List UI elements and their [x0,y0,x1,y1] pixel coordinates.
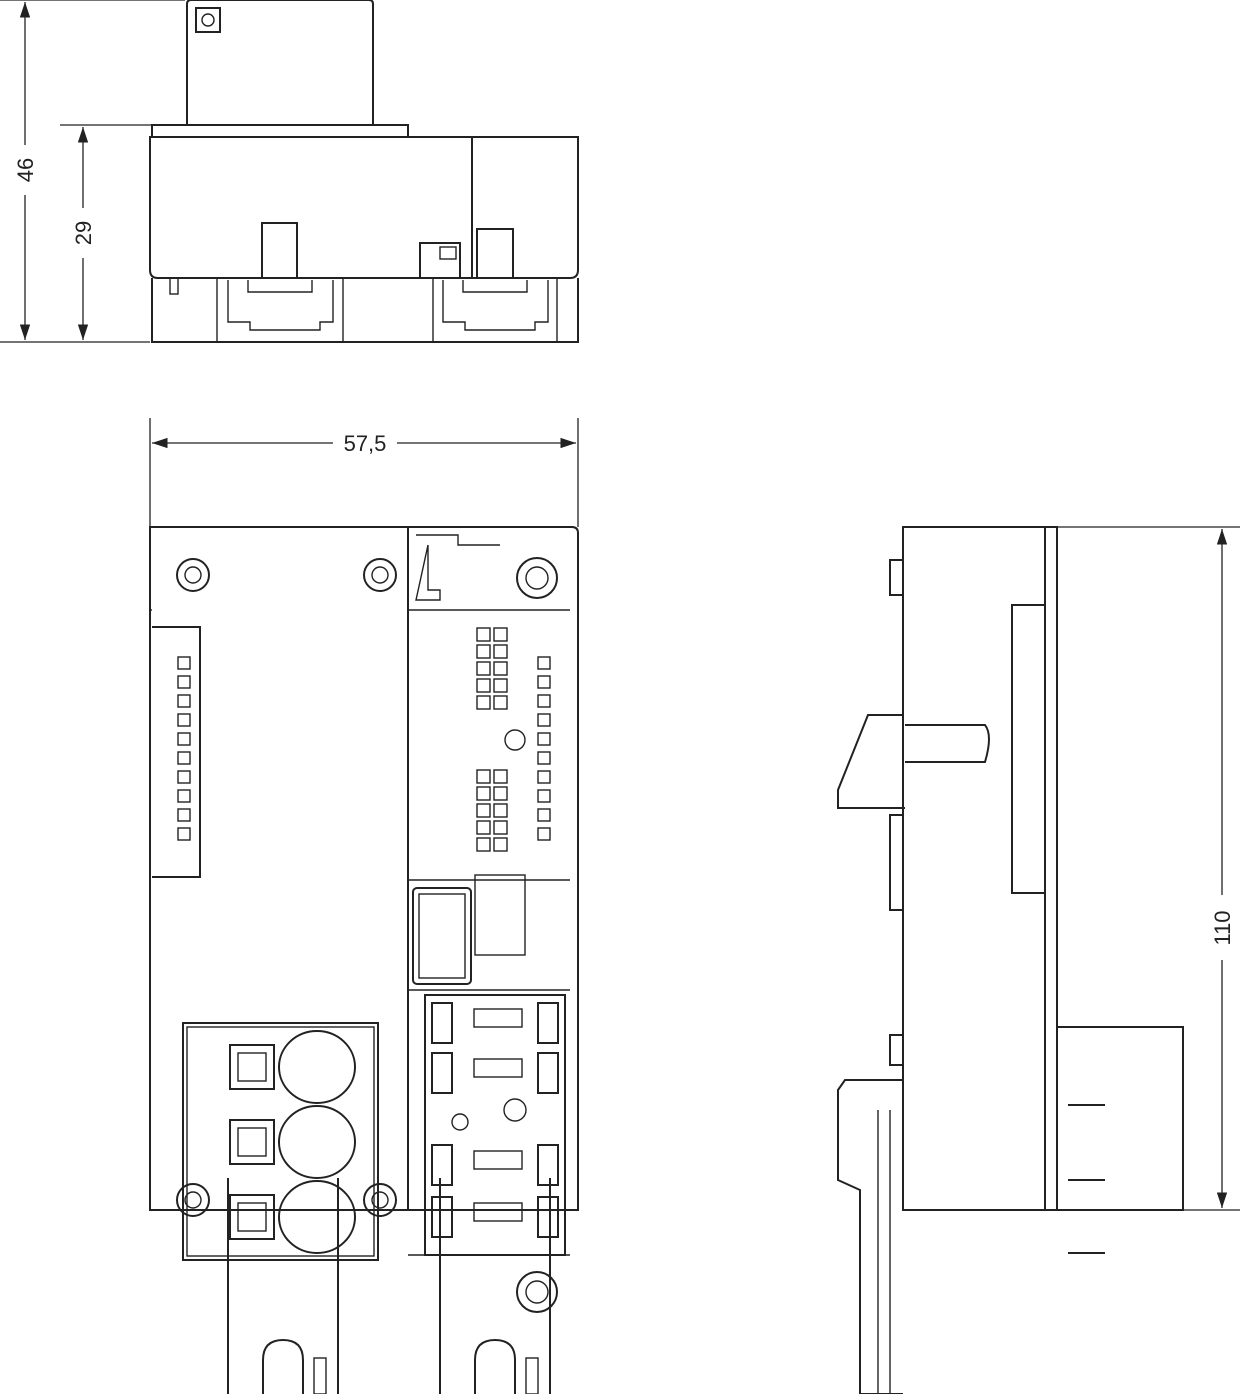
terminal-pin [177,694,191,708]
connector-pin [493,803,508,818]
terminal-slot [537,1144,559,1186]
push-button-inner [237,1127,267,1157]
screw-icon [176,1183,210,1217]
connector-pin [476,786,491,801]
bottom-connector [227,1178,339,1394]
terminal-pin [177,789,191,803]
terminal-release [473,1058,523,1078]
bottom-clip [474,1338,516,1394]
rj45-port-right [432,278,558,342]
connector-pin [493,644,508,659]
top-view [149,0,579,343]
terminal-pin [537,732,551,746]
connector-pin [493,786,508,801]
screw-icon [363,558,397,592]
terminal-pin [537,675,551,689]
push-button-inner [237,1052,267,1082]
connector-pin [476,678,491,693]
connector-pin [476,661,491,676]
terminal-pin [537,751,551,765]
screw-head-icon [371,1191,389,1209]
terminal-pin [537,656,551,670]
push-button [229,1194,275,1240]
connector-pin [493,661,508,676]
bottom-latch [313,1357,327,1394]
screw-head-icon [525,1280,549,1304]
bottom-clip [262,1338,304,1394]
screw-icon [503,1098,527,1122]
terminal-slot [537,1052,559,1094]
terminal-slot [537,1002,559,1044]
terminal-pin [537,827,551,841]
screw-head-icon [184,1191,202,1209]
led-window [278,1030,356,1104]
terminal-release [473,1008,523,1028]
screw-icon [504,729,526,751]
terminal-pin [177,732,191,746]
push-button-inner [237,1202,267,1232]
terminal-slot [431,1196,453,1238]
push-button [229,1044,275,1090]
connector-pin [493,695,508,710]
terminal-pin [177,713,191,727]
connector-pin [476,820,491,835]
rj45-port-left [216,278,344,342]
brand-logo-icon [195,7,221,33]
terminal-release [473,1202,523,1222]
led-icon [451,1113,469,1131]
connector-pin [476,644,491,659]
dimension-label-29: 29 [71,221,96,245]
connector-pin [476,837,491,852]
screw-icon [363,1183,397,1217]
dimension-width: 57,5 [149,418,579,527]
terminal-pin [537,808,551,822]
terminal-pin [177,808,191,822]
terminal-pin [537,713,551,727]
connector-pin [476,803,491,818]
connector-pin [476,695,491,710]
connector-pin [493,678,508,693]
screw-icon [516,1271,558,1313]
dimension-label-110: 110 [1210,910,1235,945]
terminal-slot [431,1002,453,1044]
connector-pin [476,769,491,784]
terminal-pin [177,827,191,841]
terminal-slot [431,1144,453,1186]
connector-pin [493,627,508,642]
screw-head-icon [371,566,389,584]
screw-head-icon [184,566,202,584]
bottom-latch [525,1357,539,1394]
terminal-pin [177,770,191,784]
led-window [278,1105,356,1179]
front-view [149,526,579,1394]
screw-icon [516,557,558,599]
dimension-label-46: 46 [13,158,38,182]
terminal-pin [537,770,551,784]
terminal-release [473,1150,523,1170]
led-window [278,1180,356,1254]
connector-pin [493,820,508,835]
dimension-body-height: 29 [60,124,152,340]
screw-head-icon [525,566,549,590]
terminal-pin [177,751,191,765]
connector-pin [476,627,491,642]
dimension-total-height: 46 [0,0,185,343]
terminal-pin [177,675,191,689]
connector-pin [493,769,508,784]
dimension-label-57-5: 57,5 [344,431,387,456]
side-view [837,526,1184,1394]
dimension-length: 110 [1057,526,1240,1211]
connector-pin [493,837,508,852]
terminal-pin [537,789,551,803]
terminal-pin [537,694,551,708]
screw-icon [176,558,210,592]
terminal-slot [431,1052,453,1094]
bottom-connector [439,1178,551,1394]
terminal-slot [537,1196,559,1238]
push-button [229,1119,275,1165]
terminal-pin [177,656,191,670]
